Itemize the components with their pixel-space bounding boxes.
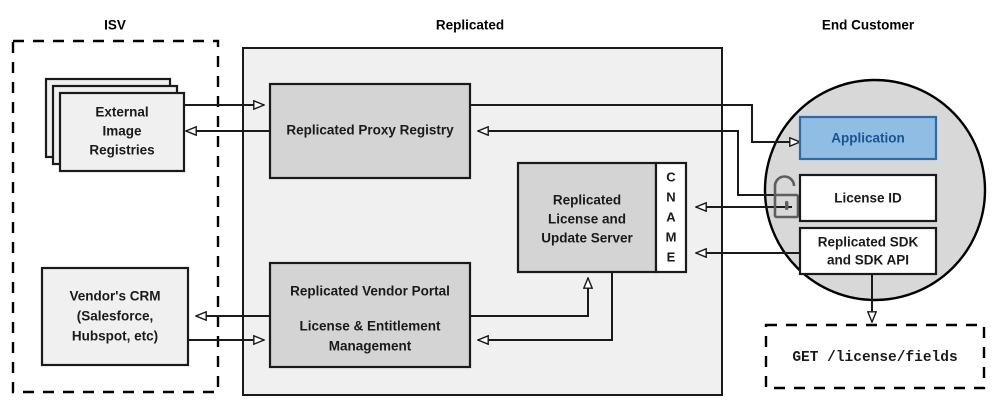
cname-letter-c: C <box>666 169 676 184</box>
crm-label-line1: Vendor's CRM <box>70 289 161 304</box>
zone-title-isv: ISV <box>104 18 126 33</box>
vendors-crm-box <box>40 266 190 367</box>
registry-stack-front <box>58 91 186 173</box>
license-server-label-line3: Update Server <box>541 231 633 246</box>
vendor-portal-label-line4: Management <box>329 339 412 354</box>
registries-label-line3: Registries <box>89 143 154 158</box>
api-request-label: GET /license/fields <box>792 350 957 366</box>
replicated-sdk-box <box>798 226 938 276</box>
license-server-label-line1: Replicated <box>553 193 621 208</box>
node-replicated-sdk[interactable]: Replicated SDK and SDK API <box>798 226 938 276</box>
application-box <box>798 115 938 161</box>
cname-box <box>654 161 688 274</box>
node-api-request[interactable]: GET /license/fields <box>764 323 986 390</box>
cname-letter-n: N <box>666 189 675 204</box>
edge-licenseserver-to-vendorportal <box>478 272 613 340</box>
vendor-portal-label-line1: Replicated Vendor Portal <box>290 284 450 299</box>
registries-label-line1: External <box>95 105 148 120</box>
node-replicated-vendor-portal[interactable]: Replicated Vendor Portal License & Entit… <box>268 261 472 369</box>
cname-letter-e: E <box>667 249 676 264</box>
application-label: Application <box>831 131 905 146</box>
node-license-id[interactable]: License ID <box>798 173 938 223</box>
node-cname[interactable]: C N A M E <box>654 161 688 274</box>
proxy-registry-label: Replicated Proxy Registry <box>286 123 454 138</box>
proxy-registry-box <box>268 82 472 180</box>
edge-proxy-to-application <box>470 104 800 142</box>
node-vendors-crm[interactable]: Vendor's CRM (Salesforce, Hubspot, etc) <box>40 266 190 367</box>
vendor-portal-box <box>268 261 472 369</box>
registries-label-line2: Image <box>102 124 142 139</box>
sdk-label-line2: and SDK API <box>827 253 909 268</box>
zone-title-end-customer: End Customer <box>822 18 915 33</box>
zone-title-replicated: Replicated <box>436 18 504 33</box>
node-application[interactable]: Application <box>798 115 938 161</box>
cname-letter-m: M <box>666 229 677 244</box>
vendor-portal-label-line3: License & Entitlement <box>299 319 441 334</box>
sdk-label-line1: Replicated SDK <box>818 235 919 250</box>
cname-letter-a: A <box>666 209 676 224</box>
api-request-dashed-box <box>764 323 986 390</box>
license-id-label: License ID <box>834 191 902 206</box>
edge-vendorportal-to-licenseserver <box>470 278 588 317</box>
crm-label-line2: (Salesforce, <box>77 309 154 324</box>
zone-isv-boundary <box>11 39 220 394</box>
license-server-box <box>516 161 658 274</box>
node-replicated-proxy-registry[interactable]: Replicated Proxy Registry <box>268 82 472 180</box>
node-external-image-registries[interactable]: External Image Registries <box>44 77 186 173</box>
license-server-label-line2: License and <box>548 212 626 227</box>
unlock-icon <box>773 175 800 219</box>
license-id-box <box>798 173 938 223</box>
edge-licenseid-to-proxy <box>478 131 792 196</box>
crm-label-line3: Hubspot, etc) <box>72 329 158 344</box>
node-replicated-license-update-server[interactable]: Replicated License and Update Server <box>516 161 658 274</box>
